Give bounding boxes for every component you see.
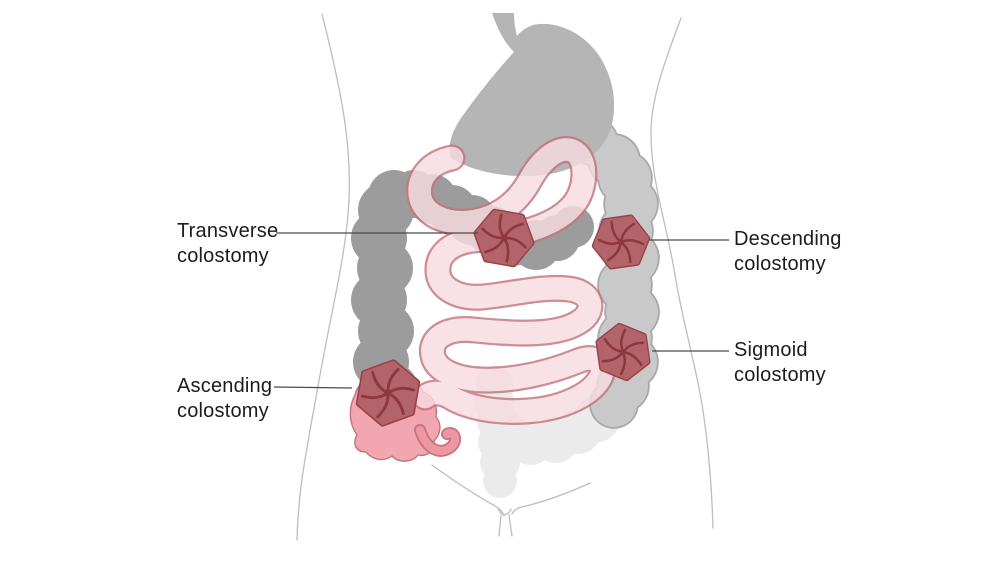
left-groin-line [431,464,505,517]
stomach [449,13,615,177]
small-intestine-body [408,138,614,423]
leader-lines [273,232,729,389]
appendix-body [415,425,460,456]
pubic-lines [498,514,513,537]
ascending-leader-line [273,386,353,389]
label-sigmoid-colostomy: Sigmoid colostomy [734,339,826,386]
torso-right-side-line [650,17,714,529]
label-descending-colostomy: Descending colostomy [734,228,842,275]
pubic-arc-line [497,507,512,516]
appendix [414,424,462,457]
small-intestine [406,136,616,425]
torso-left-side-line [296,13,351,541]
label-ascending-colostomy: Ascending colostomy [177,375,273,422]
right-groin-line [511,482,591,515]
label-transverse-colostomy: Transverse colostomy [177,220,279,267]
torso-outline [296,13,714,541]
descending-colon [569,117,660,429]
